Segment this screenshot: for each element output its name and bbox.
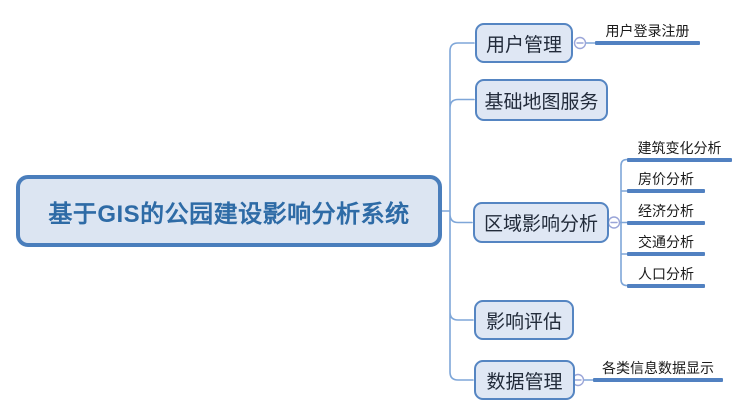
collapse-icon[interactable] [607, 216, 621, 229]
leaf-underline [627, 189, 705, 193]
branch-topic-label: 影响评估 [485, 311, 562, 333]
branch-topic-regional-impact-analysis[interactable]: 区域影响分析 [473, 202, 609, 243]
main-branch-connector [439, 42, 475, 381]
leaf-topic-info-data-display[interactable]: 各类信息数据显示 [593, 360, 723, 382]
leaf-underline [627, 252, 705, 256]
leaf-topic-label: 各类信息数据显示 [602, 360, 714, 376]
collapse-icon[interactable] [573, 36, 587, 50]
leaf-topic-label: 经济分析 [638, 202, 694, 219]
branch-topic-user-management[interactable]: 用户管理 [475, 23, 573, 63]
branch-topic-data-management[interactable]: 数据管理 [474, 360, 575, 400]
leaf-topic-population-analysis[interactable]: 人口分析 [627, 266, 705, 288]
root-topic[interactable]: 基于GIS的公园建设影响分析系统 [16, 175, 442, 247]
leaf-underline [595, 41, 700, 45]
leaf-topic-label: 人口分析 [638, 265, 694, 282]
leaf-underline [627, 157, 732, 162]
leaf-topic-label: 用户登录注册 [605, 23, 690, 39]
leaf-underline [593, 378, 723, 382]
branch-topic-label: 用户管理 [485, 34, 562, 56]
leaf-underline [627, 220, 705, 225]
leaf-underline [627, 283, 705, 288]
leaf-topic-user-login-register[interactable]: 用户登录注册 [595, 23, 700, 45]
root-topic-label: 基于GIS的公园建设影响分析系统 [48, 200, 410, 228]
leaf-topic-label: 交通分析 [638, 234, 694, 250]
leaf-topic-label: 房价分析 [638, 171, 694, 187]
leaf-topic-traffic-analysis[interactable]: 交通分析 [627, 234, 705, 256]
branch-topic-base-map-service[interactable]: 基础地图服务 [475, 79, 608, 121]
branch-topic-label: 区域影响分析 [483, 214, 598, 235]
leaf-topic-housing-price-analysis[interactable]: 房价分析 [627, 171, 705, 193]
leaf-topic-building-change-analysis[interactable]: 建筑变化分析 [627, 140, 732, 162]
leaf-topic-label: 建筑变化分析 [637, 139, 722, 156]
branch-topic-label: 数据管理 [486, 371, 563, 393]
branch-topic-label: 基础地图服务 [484, 91, 599, 113]
branch-topic-impact-assessment[interactable]: 影响评估 [474, 300, 574, 340]
leaf-topic-economic-analysis[interactable]: 经济分析 [627, 203, 705, 225]
